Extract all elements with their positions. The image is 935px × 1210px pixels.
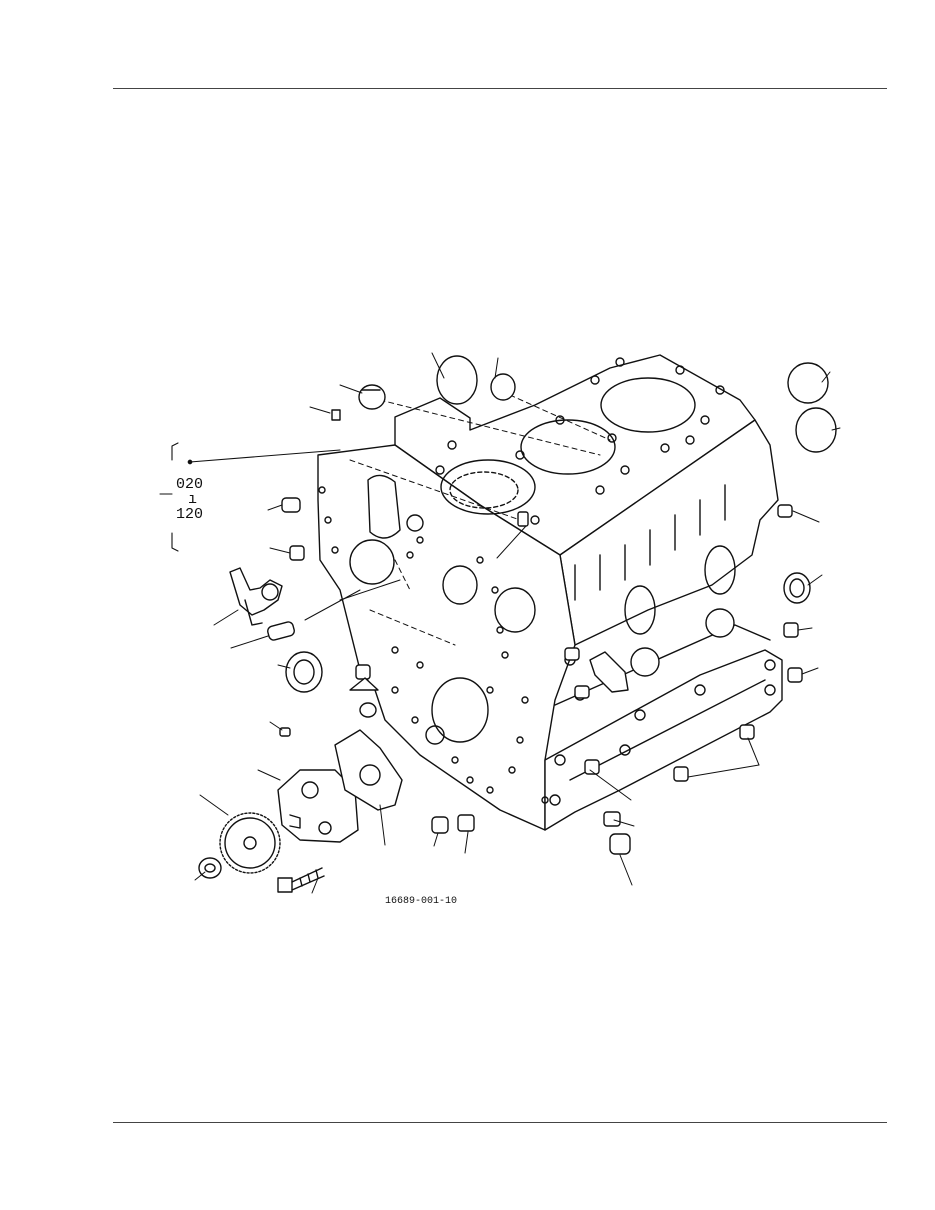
expansion-plug-large	[436, 355, 516, 405]
dowel-left	[281, 497, 305, 561]
gear-nut	[198, 857, 222, 879]
oil-seal	[285, 651, 323, 693]
assembly-lines	[349, 394, 611, 646]
small-plugs	[349, 664, 379, 718]
rail-plugs	[431, 622, 803, 855]
nozzle-pin	[517, 511, 529, 527]
pipe-sleeve	[267, 621, 295, 641]
footer-rule	[113, 1122, 887, 1123]
oil-pump	[277, 769, 359, 843]
leader-lines	[194, 352, 841, 894]
bushing-right	[783, 572, 811, 604]
drawing-number: 16689-001-10	[385, 896, 457, 907]
expansion-plug-right	[787, 362, 837, 453]
relief-valve	[229, 567, 283, 626]
callout-upper-label: 020	[176, 476, 203, 493]
dowel-right	[777, 504, 793, 518]
pump-gasket	[334, 729, 403, 811]
dowel-pin-top	[331, 409, 341, 421]
callout-bracket	[159, 442, 341, 552]
cylinder-block	[317, 354, 783, 831]
pump-bolt	[277, 867, 325, 893]
pump-gear	[219, 812, 281, 874]
header-rule	[113, 88, 887, 89]
expansion-plug-small	[358, 384, 386, 410]
oil-pressure-switch	[589, 651, 629, 693]
callout-separator: ı	[188, 491, 197, 508]
callout-lower-label: 120	[176, 506, 203, 523]
bushing-front	[630, 608, 735, 677]
